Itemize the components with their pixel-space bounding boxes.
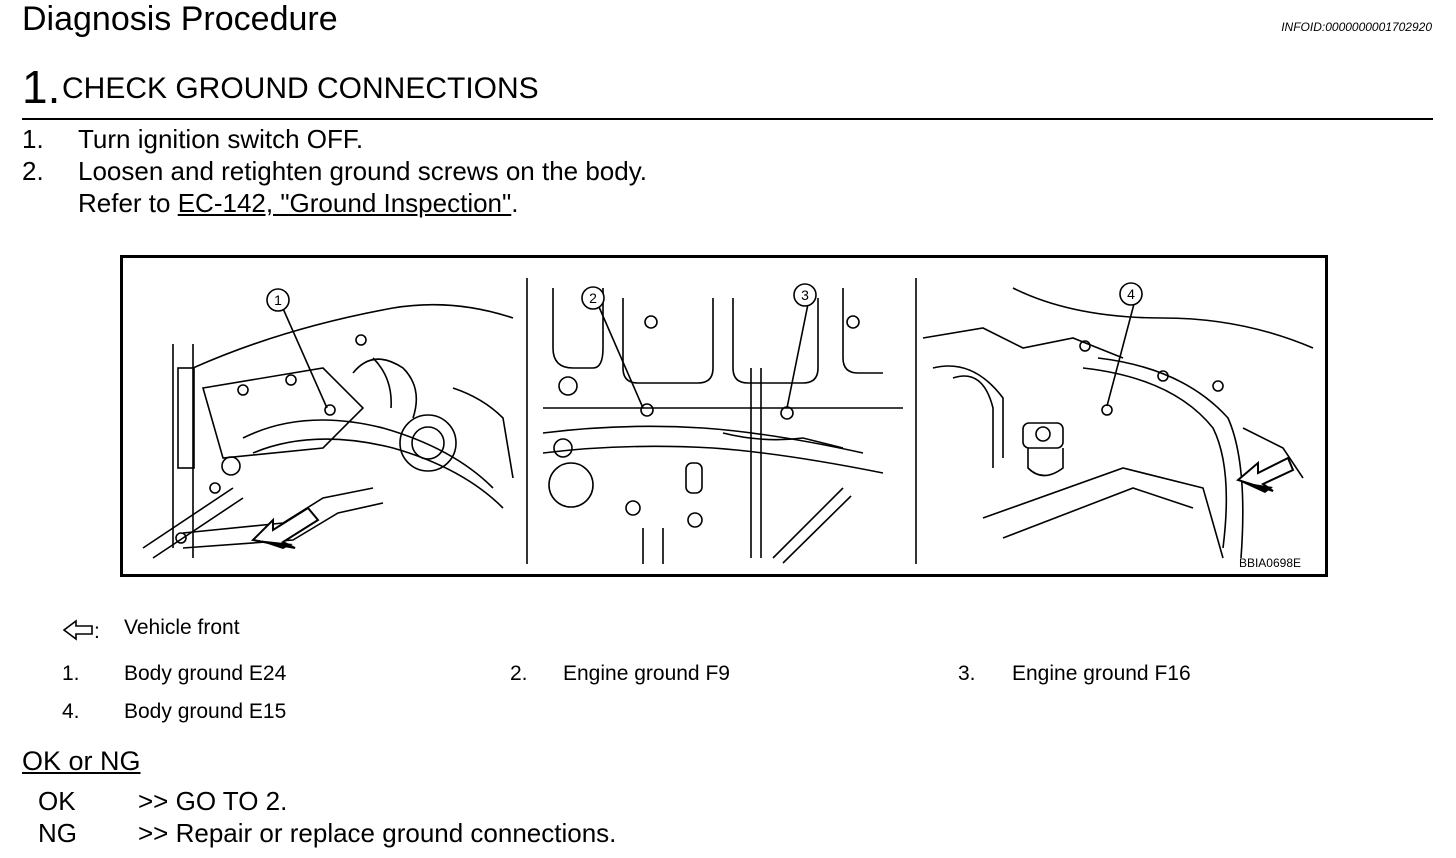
legend-arrow-label: Vehicle front — [124, 616, 240, 639]
reference-prefix: Refer to — [78, 188, 178, 218]
legend-item-number: 4. — [62, 700, 80, 723]
instruction-number: 1. — [22, 124, 44, 154]
section-divider — [22, 118, 1433, 120]
ground-inspection-link[interactable]: EC-142, "Ground Inspection" — [177, 188, 512, 218]
engine-bay-illustration: 1 2 3 4 — [142, 278, 1314, 564]
result-action-ok: >> GO TO 2. — [138, 786, 288, 816]
step-number: 1. — [22, 61, 61, 113]
result-status-ng: NG — [38, 818, 77, 848]
legend-item-label: Engine ground F16 — [1012, 662, 1191, 685]
ground-locations-figure: 1 2 3 4 BBIA0698E — [120, 255, 1328, 577]
instruction-number: 2. — [22, 156, 44, 186]
legend-arrow — [62, 618, 96, 647]
callout-1: 1 — [274, 292, 282, 308]
legend-item-number: 3. — [958, 662, 976, 685]
left-arrow-icon — [62, 619, 93, 641]
info-id: INFOID:0000000001702920 — [1281, 20, 1432, 34]
figure-id: BBIA0698E — [1238, 556, 1301, 570]
reference-suffix: . — [511, 188, 519, 218]
instruction-text: Loosen and retighten ground screws on th… — [78, 156, 648, 186]
legend-item-number: 2. — [510, 662, 528, 685]
legend-item-number: 1. — [62, 662, 80, 685]
result-heading: OK or NG — [22, 746, 141, 776]
legend-arrow-colon: : — [94, 620, 100, 643]
legend-item-label: Body ground E24 — [124, 662, 287, 685]
result-status-ok: OK — [38, 786, 76, 816]
instruction-text: Turn ignition switch OFF. — [78, 124, 364, 154]
page-title: Diagnosis Procedure — [22, 0, 338, 38]
legend-item-label: Body ground E15 — [124, 700, 287, 723]
reference-line: Refer to EC-142, "Ground Inspection". — [78, 188, 518, 219]
step-title: CHECK GROUND CONNECTIONS — [62, 72, 539, 105]
legend-item-label: Engine ground F9 — [563, 662, 730, 685]
callout-3: 3 — [801, 287, 809, 303]
callout-4: 4 — [1127, 286, 1135, 302]
callout-2: 2 — [589, 290, 597, 306]
result-action-ng: >> Repair or replace ground connections. — [138, 818, 617, 848]
